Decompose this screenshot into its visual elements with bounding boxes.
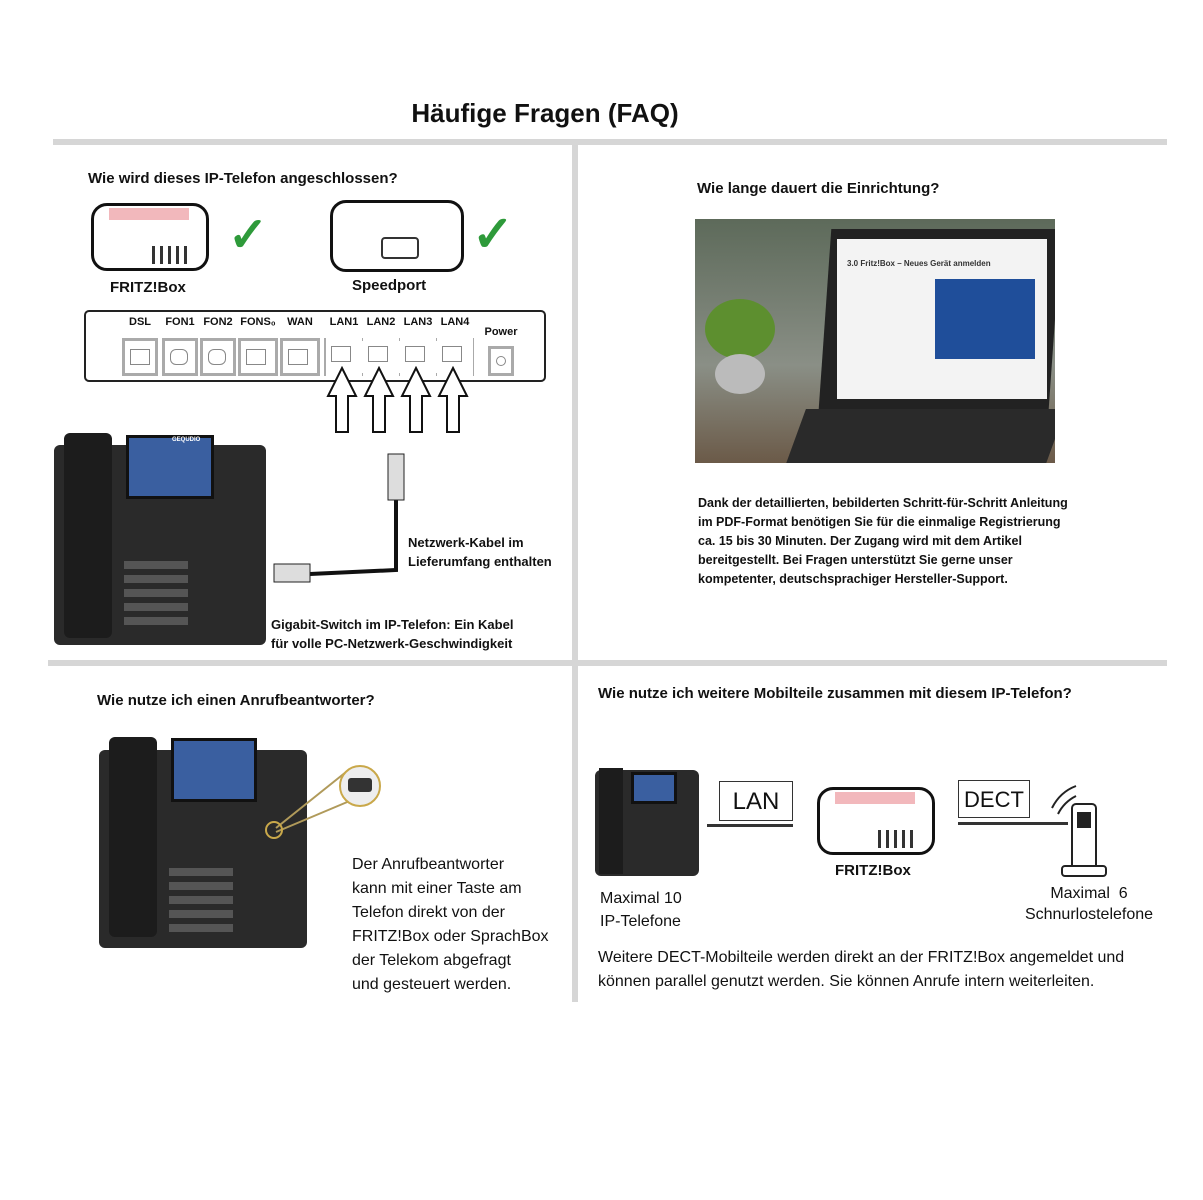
fritzbox-label: FRITZ!Box [110, 279, 186, 296]
q4-heading: Wie nutze ich weitere Mobilteile zusamme… [598, 685, 1072, 702]
dsl-port [122, 338, 158, 376]
router-back-panel: DSL FON1 FON2 FONS₀ WAN LAN1 LAN2 LAN3 L… [84, 310, 546, 382]
dect-line [958, 822, 1068, 825]
port-label: LAN3 [403, 316, 433, 328]
laptop-screen-title: 3.0 Fritz!Box – Neues Gerät anmelden [847, 259, 991, 268]
port-label: WAN [287, 316, 313, 328]
fritzbox-icon [91, 203, 209, 271]
vertical-divider [572, 145, 578, 1002]
port-label: LAN2 [366, 316, 396, 328]
q2-heading: Wie lange dauert die Einrichtung? [697, 180, 940, 197]
lan2-port [363, 338, 399, 376]
lan1-port [326, 338, 362, 376]
q4-body: Weitere DECT-Mobilteile werden direkt an… [598, 949, 1125, 990]
q3-heading: Wie nutze ich einen Anrufbeantworter? [97, 692, 375, 709]
page-title: Häufige Fragen (FAQ) [411, 98, 679, 128]
ip-phone-image: GEQUDIO [54, 433, 266, 645]
port-label: DSL [129, 316, 151, 328]
arrow-up-icons [326, 366, 469, 433]
lan-line [707, 824, 793, 827]
ip-phone-small [595, 768, 699, 876]
wan-port [280, 338, 320, 376]
fon2-port [200, 338, 236, 376]
ip-phone-image [99, 737, 307, 948]
cordless-phone-icon [1051, 785, 1107, 877]
title-divider [53, 139, 1167, 145]
port-label: FON2 [203, 316, 233, 328]
check-icon: ✓ [472, 206, 514, 262]
dect-label: DECT [958, 780, 1030, 818]
port-label: LAN4 [440, 316, 470, 328]
lan4-port [437, 338, 473, 376]
cable-note: Netzwerk-Kabel im Lieferumfang enthalten [408, 535, 552, 569]
speedport-label: Speedport [352, 277, 427, 294]
fon1-port [162, 338, 198, 376]
fritzbox-label: FRITZ!Box [835, 862, 911, 879]
q2-body: Dank der detaillierten, bebilderten Schr… [698, 496, 1068, 586]
fritzbox-icon [817, 787, 935, 855]
check-icon: ✓ [228, 209, 269, 262]
fons0-port [238, 338, 278, 376]
speedport-icon [330, 200, 464, 272]
mailbox-key-callout [265, 765, 381, 839]
port-label: FON1 [165, 316, 195, 328]
q1-heading: Wie wird dieses IP-Telefon angeschlossen… [88, 170, 398, 187]
power-port [488, 346, 514, 376]
laptop-photo: 3.0 Fritz!Box – Neues Gerät anmelden [695, 219, 1055, 463]
horizontal-divider [48, 660, 1167, 666]
port-label: LAN1 [329, 316, 359, 328]
phone-brand: GEQUDIO [172, 437, 201, 443]
lan-label: LAN [719, 781, 793, 821]
port-label: FONS₀ [240, 316, 276, 328]
lan3-port [400, 338, 436, 376]
port-label: Power [484, 326, 518, 338]
network-cable [273, 453, 405, 583]
